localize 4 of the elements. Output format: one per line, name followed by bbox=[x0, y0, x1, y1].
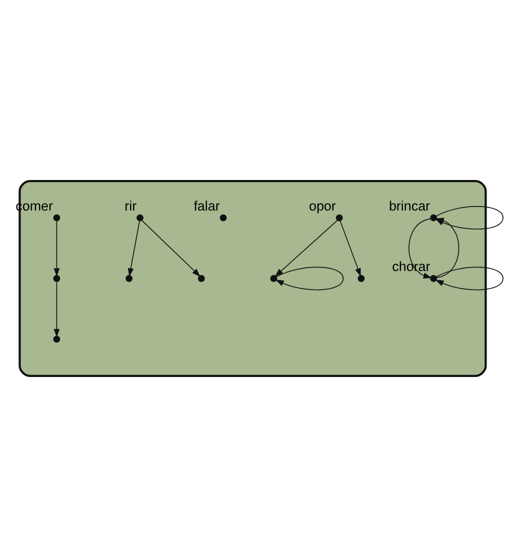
node-label: opor bbox=[308, 198, 336, 213]
node-label: falar bbox=[193, 198, 220, 213]
node-label: rir bbox=[124, 198, 136, 213]
node-label: brincar bbox=[388, 198, 430, 213]
